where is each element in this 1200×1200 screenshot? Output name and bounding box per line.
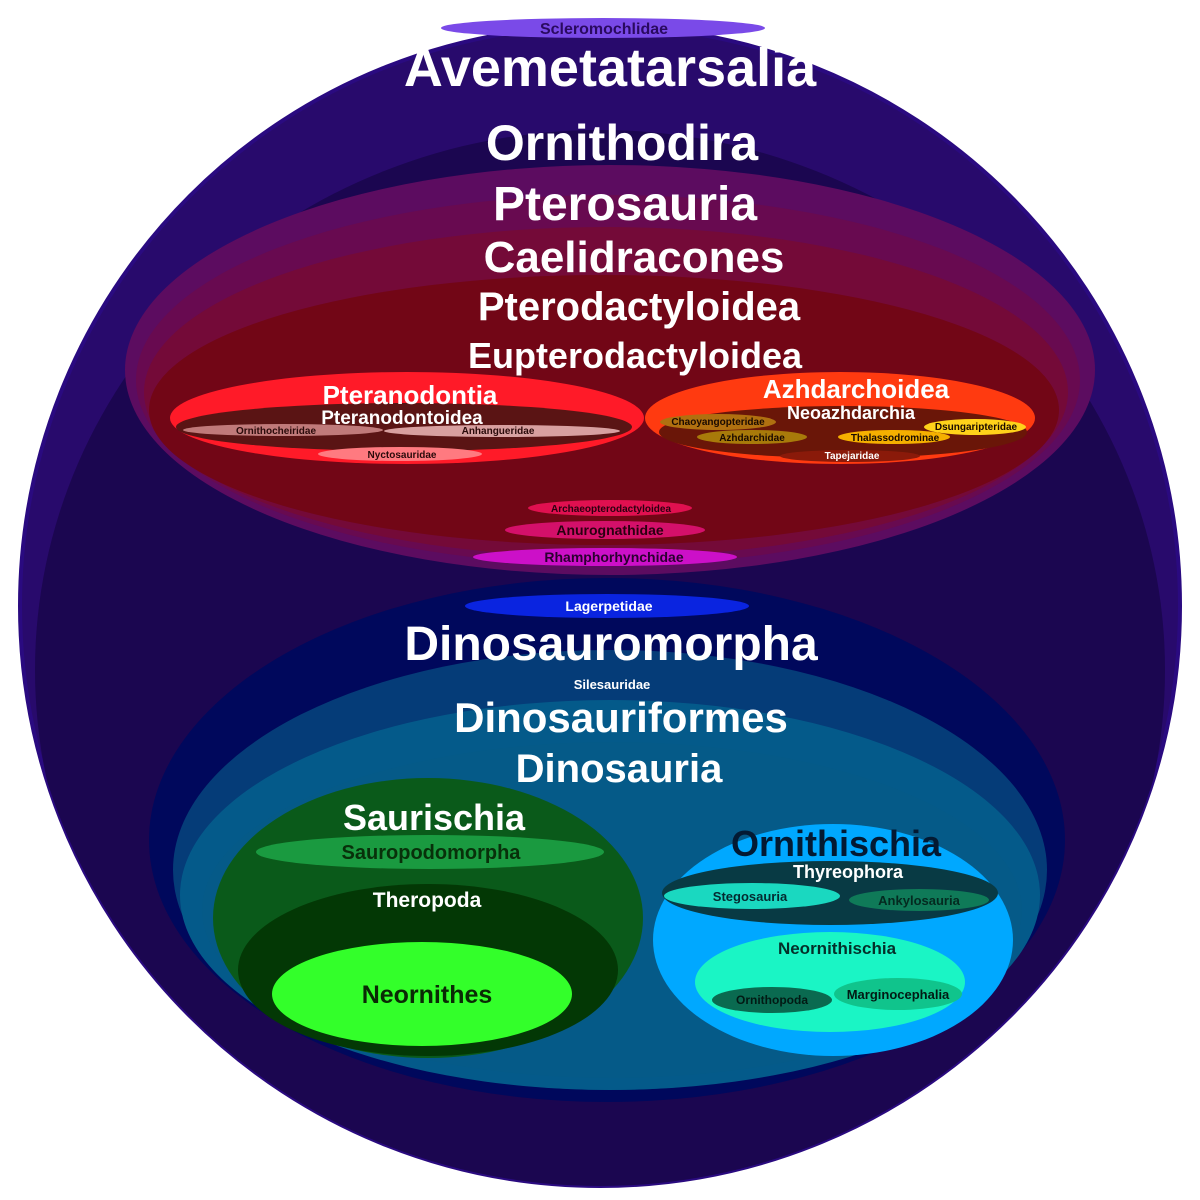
pteranodontoidea-region [176, 403, 632, 451]
pteranodontia-label: Pteranodontia [323, 380, 498, 410]
neornithes-region [272, 942, 572, 1046]
rhamphorhynchidae-label: Rhamphorhynchidae [544, 549, 683, 565]
lagerpetidae-label: Lagerpetidae [565, 598, 652, 614]
chaoyangopteridae-region [660, 414, 776, 430]
eupterodactyloidea-label: Eupterodactyloidea [468, 335, 803, 376]
sauropodomorpha-region [256, 835, 604, 869]
sauropodomorpha-label: Sauropodomorpha [342, 842, 522, 864]
stegosauria-label: Stegosauria [713, 889, 788, 904]
neornithischia-label: Neornithischia [778, 939, 897, 958]
ankylosauria-label: Ankylosauria [878, 893, 960, 908]
silesauridae-label: Silesauridae [574, 677, 651, 692]
neornithes-label: Neornithes [362, 981, 493, 1009]
avemetatarsalia-label: Avemetatarsalia [404, 38, 817, 98]
theropoda-label: Theropoda [373, 889, 482, 912]
ornithocheiridae-region [183, 424, 383, 436]
stegosauria-region [664, 883, 840, 909]
ornithopoda-region [712, 987, 832, 1013]
thalassodrominae-region [838, 430, 950, 444]
tapejaridae-region [780, 450, 920, 462]
marginocephalia-region [834, 978, 962, 1010]
dinosauromorpha-label: Dinosauromorpha [404, 618, 818, 671]
anurognathidae-label: Anurognathidae [556, 522, 664, 538]
neoazhdarchia-label: Neoazhdarchia [787, 403, 916, 423]
marginocephalia-label: Marginocephalia [847, 987, 950, 1002]
ornithopoda-label: Ornithopoda [736, 993, 808, 1007]
ornithischia-label: Ornithischia [731, 823, 942, 864]
dsungaripteridae-label: Dsungaripteridae [935, 422, 1018, 433]
pterosauria-label: Pterosauria [493, 178, 757, 231]
nyctosauridae-label: Nyctosauridae [368, 450, 437, 461]
ankylosauria-region [849, 889, 989, 911]
archaeopterodactyloidea-region [528, 500, 692, 516]
anhangueridae-label: Anhangueridae [462, 426, 535, 437]
thalassodrominae-label: Thalassodrominae [851, 433, 940, 444]
rhamphorhynchidae-region [473, 548, 737, 566]
scleromochlidae-label: Scleromochlidae [540, 21, 668, 38]
anurognathidae-region [505, 521, 705, 539]
caelidracones-label: Caelidracones [484, 233, 785, 282]
azhdarchidae-label: Azhdarchidae [719, 433, 785, 444]
thyreophora-label: Thyreophora [793, 862, 904, 882]
dinosauriformes-label: Dinosauriformes [454, 694, 788, 741]
nyctosauridae-region [318, 447, 482, 461]
azhdarchidae-region [697, 430, 807, 444]
pteranodontoidea-label: Pteranodontoidea [321, 408, 483, 429]
dinosauria-label: Dinosauria [516, 747, 723, 791]
tapejaridae-label: Tapejaridae [825, 451, 880, 462]
azhdarchoidea-label: Azhdarchoidea [763, 374, 950, 404]
archaeopterodactyloidea-label: Archaeopterodactyloidea [551, 504, 671, 515]
pterodactyloidea-label: Pterodactyloidea [478, 285, 801, 329]
saurischia-label: Saurischia [343, 797, 526, 838]
scleromochlidae-region [441, 18, 765, 38]
anhangueridae-region [384, 425, 620, 437]
dsungaripteridae-region [924, 419, 1026, 435]
lagerpetidae-region [465, 594, 749, 618]
ornithocheiridae-label: Ornithocheiridae [236, 426, 316, 437]
ornithodira-label: Ornithodira [486, 115, 759, 171]
chaoyangopteridae-label: Chaoyangopteridae [671, 417, 765, 428]
